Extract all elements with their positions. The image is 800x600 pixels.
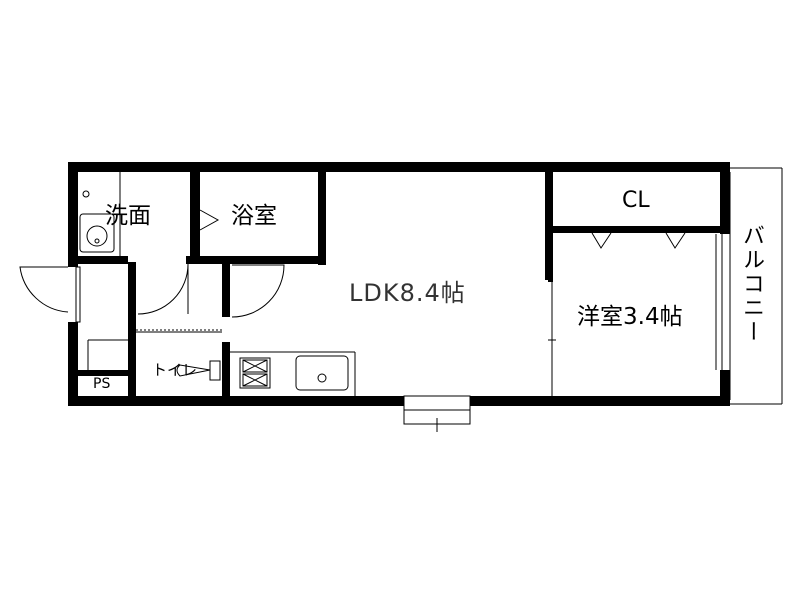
room-label-washroom: 洗面	[105, 203, 151, 229]
room-label-balcony: バルコニー	[739, 224, 764, 344]
doors	[19, 209, 723, 370]
interior-walls	[78, 172, 720, 396]
window-bottom	[403, 395, 471, 432]
room-label-bathroom: 浴室	[231, 203, 277, 229]
room-label-closet: CL	[622, 188, 650, 213]
room-label-pipe-space: PS	[93, 376, 111, 392]
outer-walls	[68, 162, 730, 406]
room-label-western-room: 洋室3.4帖	[577, 304, 683, 330]
thin-lines	[75, 167, 783, 405]
room-label-toilet: トイレ	[152, 361, 198, 379]
sink-icon	[295, 355, 349, 391]
sliding-door	[548, 234, 553, 282]
room-label-ldk: LDK8.4帖	[349, 279, 466, 307]
stove-icon	[239, 357, 271, 389]
toilet-icon	[176, 360, 221, 381]
washbasin-icon	[79, 190, 115, 253]
